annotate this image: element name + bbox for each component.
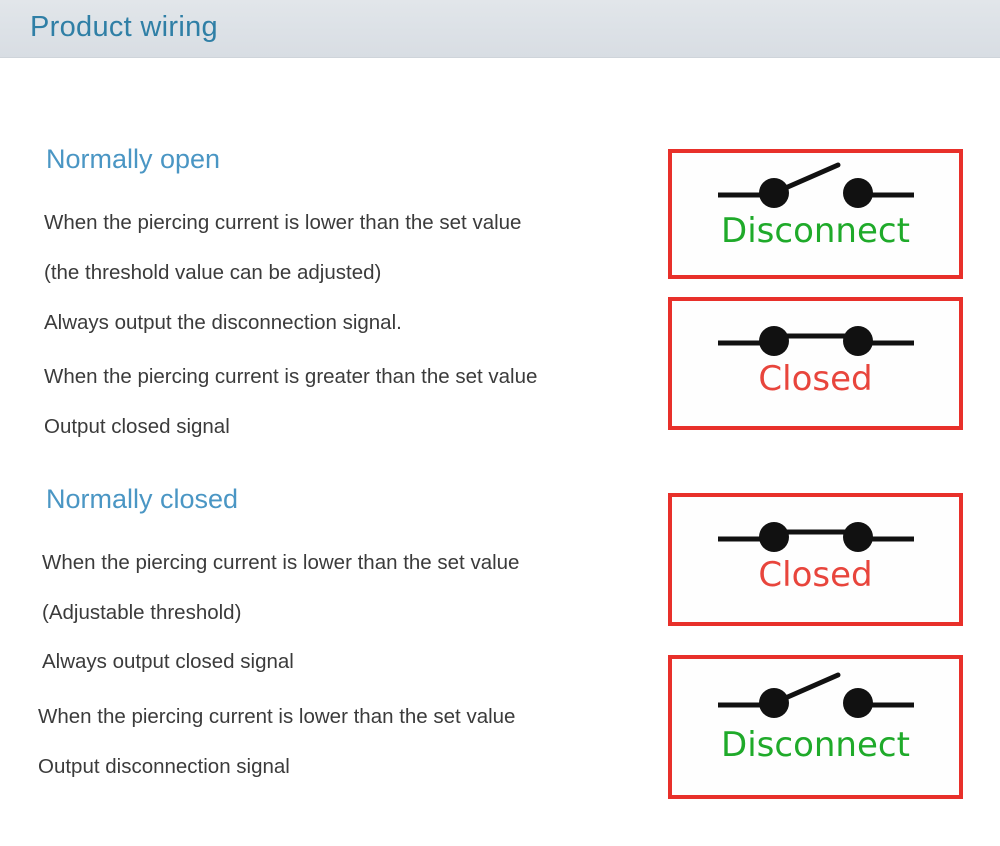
page-header-bar: Product wiring <box>0 0 1000 58</box>
page-content: Normally open When the piercing current … <box>0 58 1000 846</box>
state-label: Disconnect <box>721 725 910 765</box>
section-heading-normally-closed: Normally closed <box>46 484 239 514</box>
description-line: When the piercing current is lower than … <box>44 211 522 234</box>
description-line: Output disconnection signal <box>38 755 290 778</box>
diagram-box-normally-closed-disconnect: Disconnect <box>668 655 963 799</box>
description-line: Output closed signal <box>44 415 230 438</box>
switch-open-icon <box>717 162 914 208</box>
section-heading-normally-open: Normally open <box>46 144 221 174</box>
diagram-box-normally-open-closed: Closed <box>668 297 963 430</box>
description-line: When the piercing current is lower than … <box>38 705 516 728</box>
description-line: When the piercing current is lower than … <box>42 551 520 574</box>
state-label: Disconnect <box>721 211 910 251</box>
switch-closed-icon <box>717 522 914 552</box>
diagram-box-normally-closed-closed: Closed <box>668 493 963 626</box>
diagram-column: Disconnect Closed Closed <box>0 58 1000 846</box>
description-line: Always output closed signal <box>42 650 294 673</box>
description-line: (Adjustable threshold) <box>42 601 242 624</box>
description-line: Always output the disconnection signal. <box>44 311 402 334</box>
state-label: Closed <box>758 359 873 399</box>
switch-closed-icon <box>717 326 914 356</box>
description-line: (the threshold value can be adjusted) <box>44 261 382 284</box>
switch-open-icon <box>717 672 914 718</box>
page-title: Product wiring <box>30 11 218 43</box>
description-line: When the piercing current is greater tha… <box>44 365 538 388</box>
diagram-box-normally-open-disconnect: Disconnect <box>668 149 963 279</box>
state-label: Closed <box>758 555 873 595</box>
description-column: Normally open When the piercing current … <box>0 58 660 846</box>
